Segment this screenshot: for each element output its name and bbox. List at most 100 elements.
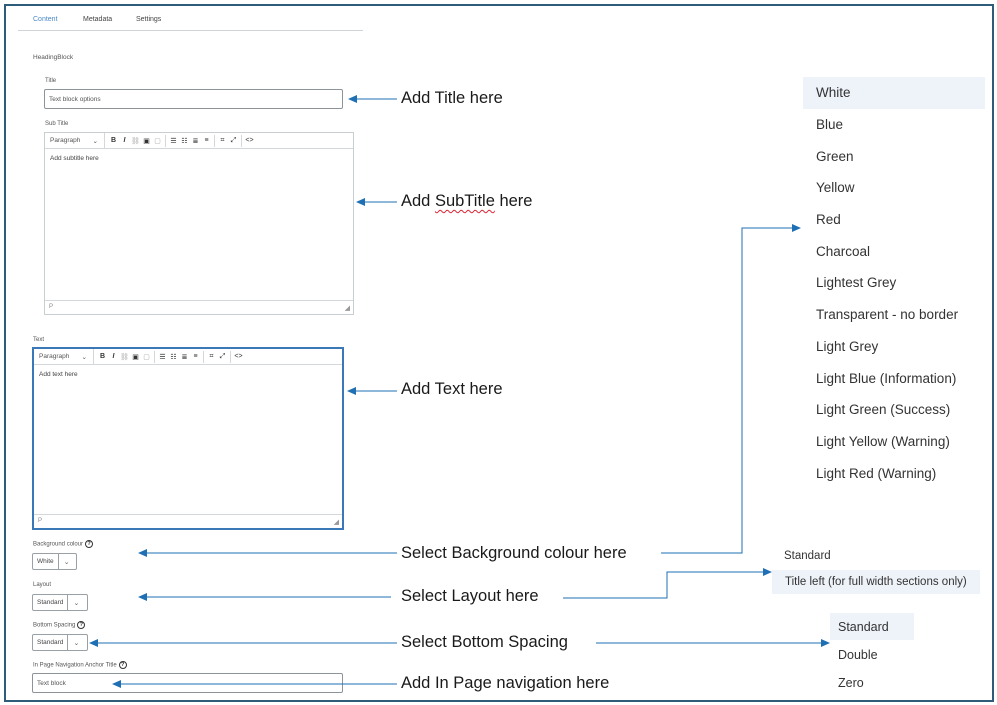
- toolbar-divider: [165, 134, 166, 147]
- resize-handle-icon[interactable]: ◢: [344, 305, 350, 312]
- block-type-label: HeadingBlock: [33, 54, 74, 61]
- tab-bar: Content Metadata Settings: [18, 12, 363, 31]
- italic-button[interactable]: I: [123, 137, 126, 144]
- background-colour-label-text: Background colour: [33, 541, 84, 548]
- background-colour-label: Background colour?: [33, 540, 94, 548]
- outdent-icon[interactable]: ≣: [181, 353, 188, 361]
- fullscreen-icon[interactable]: ⤢: [230, 136, 237, 144]
- help-icon[interactable]: ?: [77, 621, 86, 629]
- find-replace-icon[interactable]: ⌗: [220, 136, 225, 144]
- layout-option-title-left[interactable]: Title left (for full width sections only…: [772, 570, 980, 594]
- italic-button[interactable]: I: [112, 353, 115, 360]
- text-editor[interactable]: Paragraph ⌄ B I ⛓ ▣ ▢ ☰ ☷ ≣ ≡ ⌗ ⤢ <> Add …: [32, 347, 344, 530]
- chevron-down-icon: ⌄: [73, 639, 80, 647]
- subtitle-label: Sub Title: [45, 121, 69, 127]
- link-icon[interactable]: ⛓: [120, 353, 129, 361]
- edit-image-icon[interactable]: ▢: [143, 353, 150, 361]
- colour-option-charcoal[interactable]: Charcoal: [816, 243, 871, 259]
- layout-value: Standard: [33, 595, 69, 610]
- background-colour-select[interactable]: White ⌄: [32, 553, 77, 570]
- tab-settings[interactable]: Settings: [136, 16, 162, 23]
- annotation-subtitle: Add SubTitle here: [401, 192, 532, 211]
- subtitle-toolbar: Paragraph ⌄ B I ⛓ ▣ ▢ ☰ ☷ ≣ ≡ ⌗ ⤢ <>: [45, 133, 353, 149]
- annotation-subtitle-suffix: here: [494, 192, 533, 210]
- bold-button[interactable]: B: [99, 353, 106, 360]
- text-editor-content[interactable]: Add text here: [39, 371, 78, 378]
- annotation-background: Select Background colour here: [401, 544, 627, 562]
- help-icon[interactable]: ?: [118, 661, 127, 669]
- bottom-spacing-value: Standard: [33, 635, 69, 650]
- subtitle-editor-content[interactable]: Add subtitle here: [50, 155, 99, 162]
- colour-option-green[interactable]: Green: [816, 148, 854, 164]
- spacing-option-standard[interactable]: Standard: [830, 613, 914, 640]
- background-colour-options: White Blue Green Yellow Red Charcoal Lig…: [803, 77, 985, 489]
- colour-option-white[interactable]: White: [803, 77, 985, 109]
- chevron-down-icon: ⌄: [81, 353, 87, 361]
- colour-option-lightest-grey[interactable]: Lightest Grey: [816, 275, 897, 291]
- subtitle-editor[interactable]: Paragraph ⌄ B I ⛓ ▣ ▢ ☰ ☷ ≣ ≡ ⌗ ⤢ <> Add …: [44, 132, 354, 315]
- indent-icon[interactable]: ≡: [204, 137, 209, 144]
- indent-icon[interactable]: ≡: [193, 353, 198, 360]
- title-label: Title: [45, 78, 57, 84]
- tab-metadata[interactable]: Metadata: [83, 16, 113, 23]
- colour-option-light-green[interactable]: Light Green (Success): [816, 402, 951, 418]
- title-input-value: Text block options: [49, 95, 101, 103]
- anchor-input-value: Text block: [37, 679, 66, 687]
- text-toolbar: Paragraph ⌄ B I ⛓ ▣ ▢ ☰ ☷ ≣ ≡ ⌗ ⤢ <>: [34, 349, 342, 365]
- annotation-subtitle-word: SubTitle: [434, 192, 495, 210]
- numbered-list-icon[interactable]: ☷: [181, 137, 188, 145]
- toolbar-divider: [203, 350, 204, 363]
- colour-option-light-yellow[interactable]: Light Yellow (Warning): [816, 433, 950, 449]
- text-label: Text: [33, 337, 45, 343]
- colour-option-red[interactable]: Red: [816, 212, 841, 228]
- bullet-list-icon[interactable]: ☰: [170, 137, 177, 145]
- annotation-text: Add Text here: [401, 380, 503, 398]
- colour-option-light-grey[interactable]: Light Grey: [816, 338, 879, 354]
- annotation-layout: Select Layout here: [401, 587, 539, 605]
- bold-button[interactable]: B: [110, 137, 117, 144]
- colour-option-transparent[interactable]: Transparent - no border: [816, 307, 959, 323]
- outdent-icon[interactable]: ≣: [192, 137, 199, 145]
- anchor-label: In Page Navigation Anchor Title?: [33, 661, 127, 669]
- colour-option-yellow[interactable]: Yellow: [816, 180, 855, 196]
- colour-option-light-blue[interactable]: Light Blue (Information): [816, 370, 957, 386]
- help-icon[interactable]: ?: [85, 540, 94, 548]
- annotation-anchor: Add In Page navigation here: [401, 674, 610, 692]
- paragraph-format-select[interactable]: Paragraph ⌄: [45, 133, 105, 148]
- colour-option-blue[interactable]: Blue: [816, 117, 844, 133]
- source-code-button[interactable]: <>: [234, 353, 243, 360]
- image-icon[interactable]: ▣: [132, 353, 139, 361]
- toolbar-divider: [214, 134, 215, 147]
- background-colour-value: White: [33, 554, 59, 569]
- layout-option-standard[interactable]: Standard: [784, 550, 831, 562]
- paragraph-format-label: Paragraph: [50, 137, 81, 144]
- annotation-title: Add Title here: [401, 89, 503, 107]
- source-code-button[interactable]: <>: [245, 137, 254, 144]
- anchor-input[interactable]: Text block: [32, 673, 343, 693]
- screenshot-frame: [4, 4, 994, 702]
- chevron-down-icon: ⌄: [92, 137, 98, 145]
- resize-handle-icon[interactable]: ◢: [333, 519, 339, 526]
- spacing-option-zero[interactable]: Zero: [838, 675, 864, 690]
- colour-option-light-red[interactable]: Light Red (Warning): [816, 465, 937, 481]
- bullet-list-icon[interactable]: ☰: [159, 353, 166, 361]
- numbered-list-icon[interactable]: ☷: [170, 353, 177, 361]
- bottom-spacing-select[interactable]: Standard ⌄: [32, 634, 88, 651]
- chevron-down-icon: ⌄: [73, 599, 80, 607]
- spacing-option-double[interactable]: Double: [838, 647, 878, 662]
- tab-content[interactable]: Content: [33, 16, 58, 23]
- annotation-bottom-spacing: Select Bottom Spacing: [401, 633, 568, 651]
- title-input[interactable]: Text block options: [44, 89, 343, 109]
- edit-image-icon[interactable]: ▢: [154, 137, 161, 145]
- bottom-spacing-label-text: Bottom Spacing: [33, 622, 76, 629]
- image-icon[interactable]: ▣: [143, 137, 150, 145]
- anchor-label-text: In Page Navigation Anchor Title: [33, 662, 117, 669]
- link-icon[interactable]: ⛓: [131, 137, 140, 145]
- toolbar-divider: [230, 350, 231, 363]
- paragraph-format-label: Paragraph: [39, 353, 70, 360]
- fullscreen-icon[interactable]: ⤢: [219, 352, 226, 360]
- find-replace-icon[interactable]: ⌗: [209, 352, 214, 360]
- paragraph-format-select[interactable]: Paragraph ⌄: [34, 349, 94, 364]
- layout-select[interactable]: Standard ⌄: [32, 594, 88, 611]
- subtitle-statusbar: P ◢: [45, 300, 353, 314]
